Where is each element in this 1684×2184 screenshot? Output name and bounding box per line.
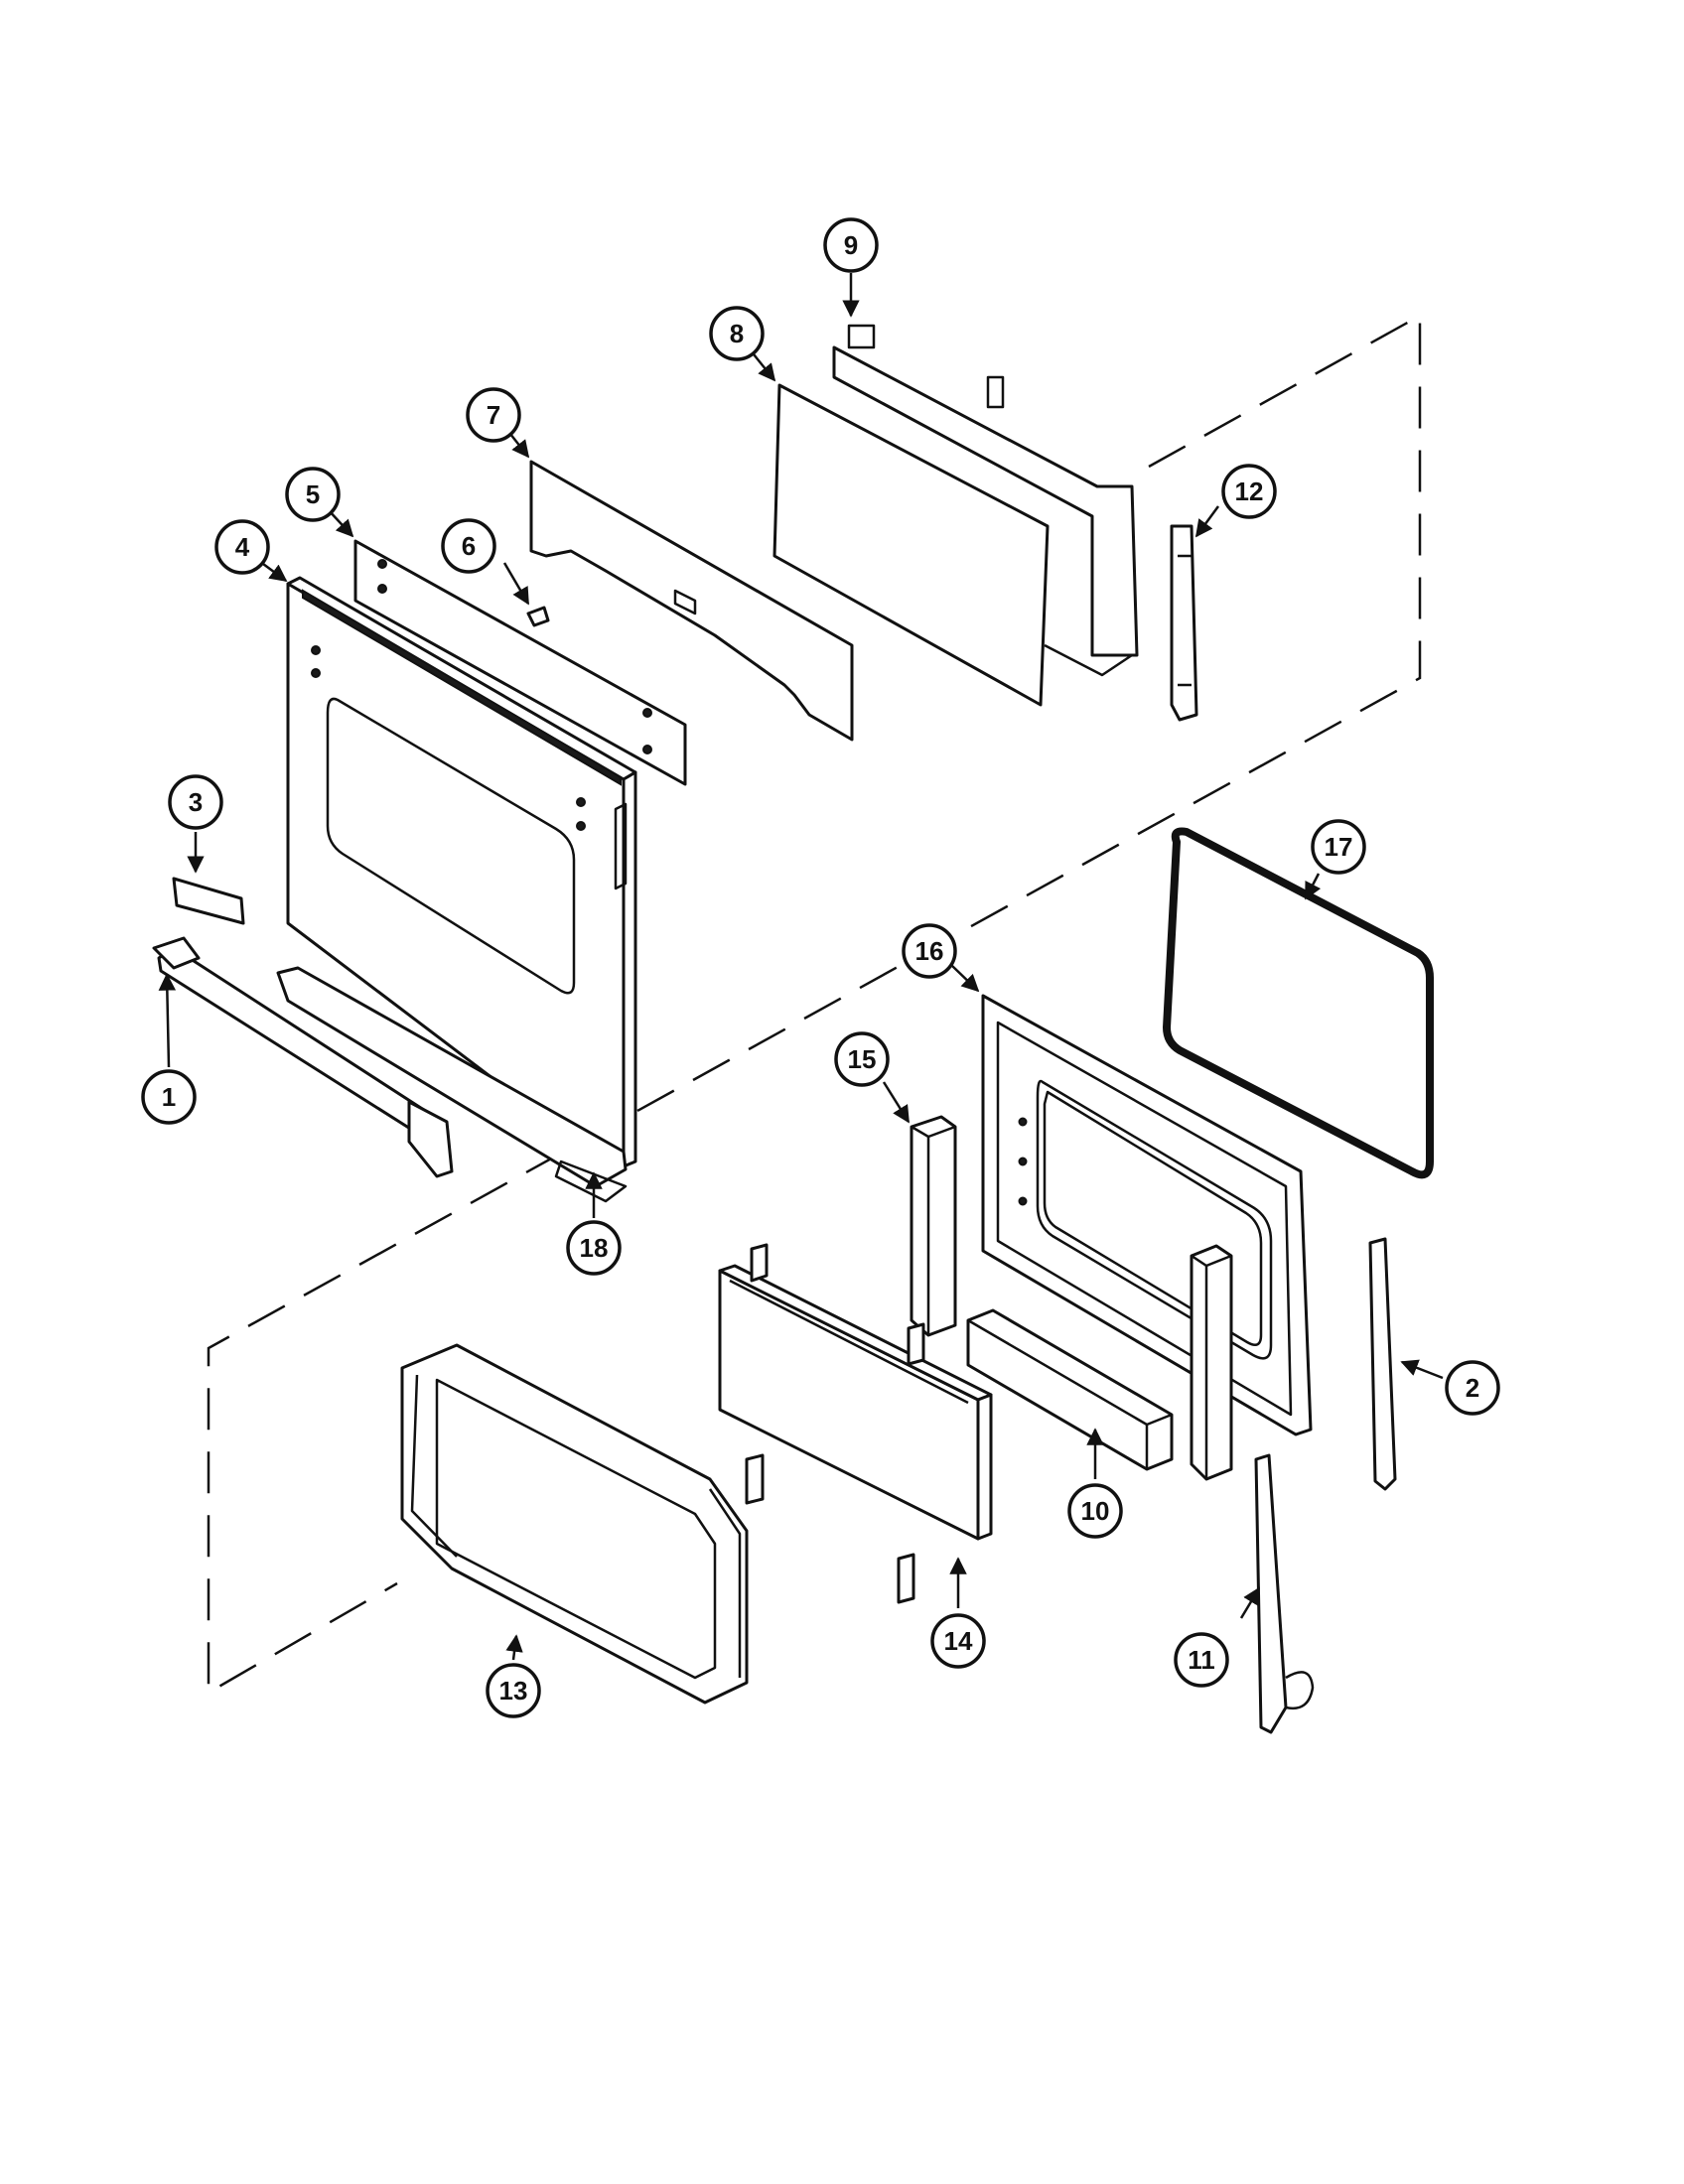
callout-4: 4 [214, 519, 270, 575]
part-3-badge [172, 877, 245, 925]
part-17-gasket [1163, 827, 1434, 1179]
callout-13: 13 [486, 1663, 541, 1718]
part-15-insulation-block [910, 1115, 957, 1337]
callout-label: 18 [580, 1233, 609, 1263]
callout-1: 1 [141, 1069, 197, 1125]
callout-label: 16 [915, 936, 944, 966]
part-11-side-bracket [1254, 1453, 1315, 1734]
callout-label: 5 [306, 479, 320, 509]
part-9-top-frame [832, 324, 1139, 677]
part-12-side-bracket [1170, 524, 1198, 722]
part-8-glass-panel [772, 383, 1050, 707]
callout-8: 8 [709, 306, 765, 361]
part-13-outer-frame [400, 1343, 749, 1705]
callout-label: 8 [730, 319, 744, 348]
callout-6: 6 [441, 518, 496, 574]
part-1-handle [152, 936, 454, 1178]
callout-9: 9 [823, 217, 879, 273]
assembly-guide-lines [207, 313, 1422, 1696]
part-2-side-trim [1368, 1237, 1397, 1491]
part-5-vent-strip [353, 539, 687, 786]
callout-18: 18 [566, 1220, 622, 1276]
upright-insulation-block [1190, 1244, 1233, 1481]
part-4-outer-door-panel [286, 576, 637, 1173]
callout-17: 17 [1311, 819, 1366, 875]
callout-label: 4 [235, 532, 250, 562]
callout-11: 11 [1174, 1632, 1229, 1688]
callout-16: 16 [902, 923, 957, 979]
callout-12: 12 [1221, 464, 1277, 519]
callout-2: 2 [1445, 1360, 1500, 1416]
callout-label: 12 [1235, 477, 1264, 506]
callout-label: 3 [189, 787, 203, 817]
callout-label: 11 [1188, 1645, 1215, 1675]
callout-label: 6 [462, 531, 476, 561]
callout-label: 14 [944, 1626, 973, 1656]
callout-label: 13 [499, 1676, 528, 1706]
part-7-insulation-panel [529, 460, 854, 742]
callout-label: 2 [1466, 1373, 1479, 1403]
part-6-clip [526, 606, 550, 627]
part-10-insulation-block [966, 1308, 1174, 1471]
callout-7: 7 [466, 387, 521, 443]
callout-label: 7 [487, 400, 500, 430]
callout-label: 17 [1325, 832, 1353, 862]
callout-3: 3 [168, 774, 223, 830]
callout-14: 14 [930, 1613, 986, 1669]
callout-label: 1 [162, 1082, 176, 1112]
part-18-bottom-trim [276, 966, 628, 1203]
callout-5: 5 [285, 467, 341, 522]
callout-15: 15 [834, 1031, 890, 1087]
callout-10: 10 [1067, 1483, 1123, 1539]
callout-label: 10 [1081, 1496, 1110, 1526]
part-14-inner-glass-assembly [718, 1243, 993, 1604]
callout-label: 15 [848, 1044, 877, 1074]
callout-label: 9 [844, 230, 858, 260]
